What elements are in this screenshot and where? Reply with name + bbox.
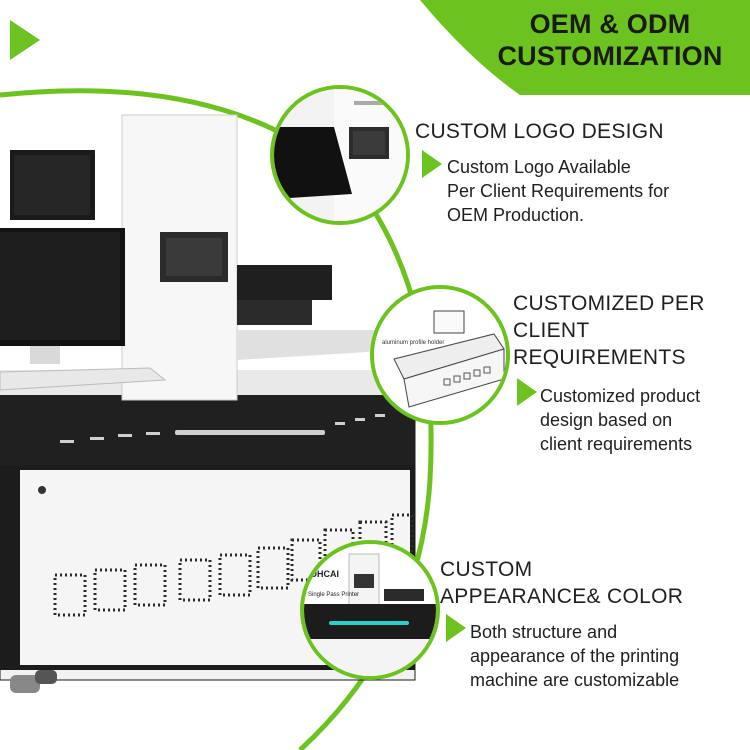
drawing-caption: aluminum profile holder: [382, 340, 444, 346]
feature-logo-title: CUSTOM LOGO DESIGN: [415, 120, 664, 143]
title-line-1: OEM & ODM: [529, 9, 691, 39]
bullet-arrow-icon: [422, 150, 442, 178]
inset-circle-appearance: OHCAI Single Pass Printer: [300, 540, 440, 680]
feature-logo-description: Custom Logo Available Per Client Require…: [447, 157, 670, 225]
feature-requirements-title: CUSTOMIZED PER CLIENT REQUIREMENTS: [513, 292, 705, 369]
colored-printer-illustration: OHCAI Single Pass Printer: [304, 544, 436, 676]
logo-closeup-illustration: [274, 89, 406, 221]
inset-circle-logo: [270, 85, 410, 225]
feature-appearance-title: CUSTOM APPEARANCE& COLOR: [440, 558, 684, 608]
feature-requirements-description: Customized product design based on clien…: [540, 386, 701, 454]
header-banner-shape: [420, 0, 750, 95]
page-title: OEM & ODM CUSTOMIZATION: [480, 8, 740, 72]
title-line-2: CUSTOMIZATION: [497, 41, 723, 71]
bullet-arrow-icon: [446, 614, 466, 642]
product-label: Single Pass Printer: [308, 592, 359, 598]
brand-label: OHCAI: [310, 569, 339, 579]
technical-drawing-illustration: aluminum profile holder: [374, 289, 506, 421]
feature-appearance-description: Both structure and appearance of the pri…: [470, 622, 680, 690]
inset-circle-requirements: aluminum profile holder: [370, 285, 510, 425]
bullet-arrow-icon: [517, 378, 537, 406]
corner-arrow-shape: [10, 20, 40, 60]
